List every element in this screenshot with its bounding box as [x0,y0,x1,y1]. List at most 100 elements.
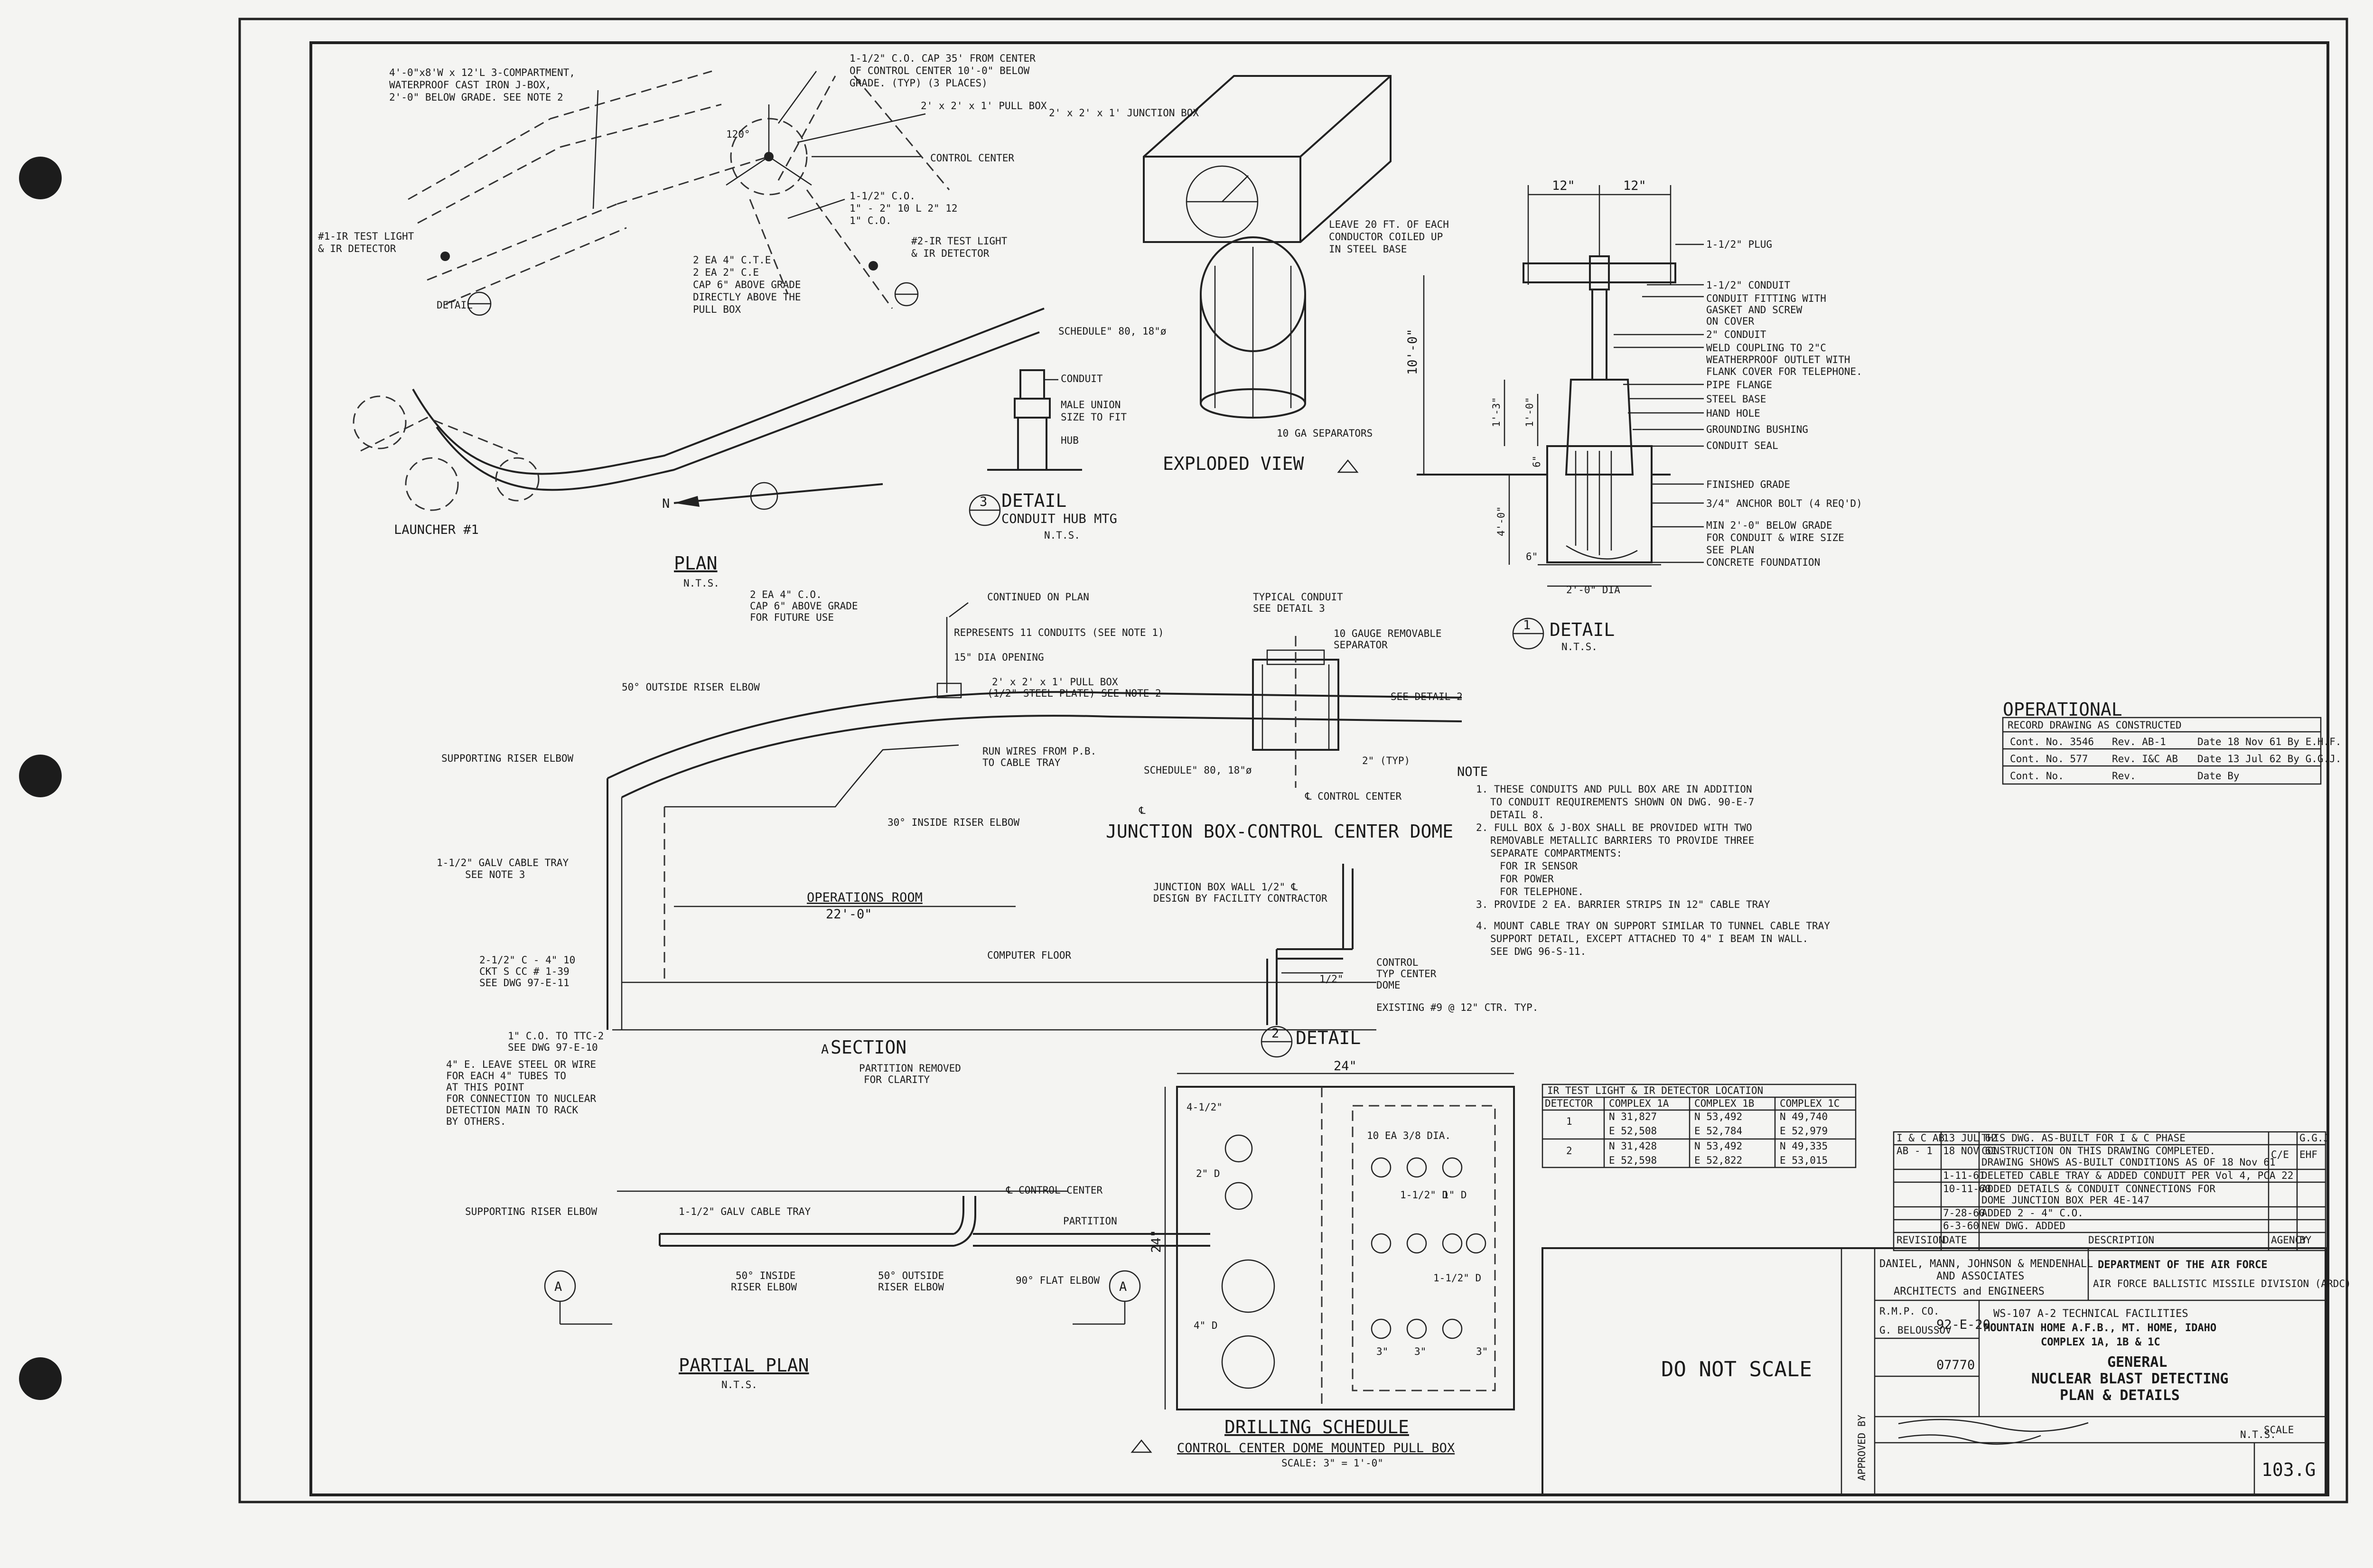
revision-cell: NEW DWG. ADDED [1981,1220,2065,1232]
ir-table-cell: N 31,827 [1609,1111,1657,1122]
junction-note: SEE DETAIL 2 [1391,691,1463,702]
junction-note: 2" (TYP) [1362,755,1410,766]
drilling-dim: 24" [1334,1059,1357,1073]
detail2-note: DOME [1376,980,1401,991]
firm-name: DANIEL, MANN, JOHNSON & MENDENHALL [1879,1258,2093,1270]
detail1-dim: 6" [1531,456,1542,467]
drilling-dim: 1" D [1443,1189,1467,1201]
punch-hole [19,1357,62,1400]
section-note: 15" DIA OPENING [954,652,1044,663]
note-item: SEE DWG 96-S-11. [1490,946,1586,957]
section-note: 1-1/2" GALV CABLE TRAY [437,857,569,868]
detail2-note: TYP CENTER [1376,968,1437,980]
section-note: FOR EACH 4" TUBES TO [446,1070,566,1082]
notes-title: NOTE [1457,765,1488,779]
revision-cell: G.G.J [2299,1132,2329,1144]
drilling-dim: 4" D [1194,1320,1218,1331]
detail1-dim: 12" [1623,178,1646,193]
partial-plan-title: PARTIAL PLAN [679,1355,809,1376]
detail1-note: SEE PLAN [1706,544,1754,556]
section-cut-label: A [554,1279,562,1294]
plan-note: 2' x 2' x 1' PULL BOX [921,100,1047,112]
inner-border [309,41,2329,1496]
detail1-note: ON COVER [1706,316,1755,327]
revision-cell: DELETED CABLE TRAY & ADDED CONDUIT PER V… [1981,1170,2293,1181]
ir-table-title: IR TEST LIGHT & IR DETECTOR LOCATION [1547,1085,1763,1096]
note-item: FOR TELEPHONE. [1500,886,1584,897]
detail-2: JUNCTION BOX WALL 1/2" ℄ DESIGN BY FACIL… [1153,864,1538,1058]
partial-plan-note: 90° FLAT ELBOW [1016,1275,1100,1286]
partial-plan-note: PARTITION [1063,1215,1117,1227]
drilling-schedule: 24" 24" 4-1/2" 2" D 4" D 10 EA 3/8 DIA. … [1130,1059,1515,1469]
operational-cell: Cont. No. 3546 [2010,736,2094,747]
launcher-circle [353,395,407,449]
ir-table-cell: 2 [1566,1145,1572,1157]
ir-table-cell: E 52,508 [1609,1125,1657,1137]
detail3-note: CONDUIT [1061,373,1103,384]
partial-plan-note: 50° OUTSIDE [878,1270,944,1281]
partial-plan-note: RISER ELBOW [878,1281,944,1293]
plan-note: 120° [726,129,750,140]
exploded-note: CONDUCTOR COILED UP [1329,231,1443,243]
job-number: 07770 [1936,1358,1975,1372]
ir-table-cell: N 53,492 [1694,1111,1742,1122]
detail1-note: PIPE FLANGE [1706,379,1772,391]
exploded-view: 2' x 2' x 1' JUNCTION BOX LEAVE 20 FT. O… [1049,75,1449,474]
section-note: 4" E. LEAVE STEEL OR WIRE [446,1059,596,1070]
section-note: 1" C.O. TO TTC-2 [508,1030,604,1042]
note-item: SUPPORT DETAIL, EXCEPT ATTACHED TO 4" I … [1490,933,1808,944]
agency-name: AIR FORCE BALLISTIC MISSILE DIVISION (AR… [2093,1278,2351,1289]
ir-table-cell: E 52,979 [1780,1125,1828,1137]
sheet-title: GENERAL [2107,1354,2167,1371]
revision-cell: 6-3-60 [1943,1220,1979,1232]
drilling-scale: SCALE: 3" = 1'-0" [1281,1457,1383,1469]
note-item: DETAIL 8. [1490,809,1544,821]
detail1-note: 3/4" ANCHOR BOLT (4 REQ'D) [1706,498,1862,509]
revision-header: DATE [1943,1234,1967,1246]
detail1-note: FOR CONDUIT & WIRE SIZE [1706,532,1844,543]
operational-stamp: OPERATIONAL RECORD DRAWING AS CONSTRUCTE… [2002,699,2341,785]
drilling-dim: 3" [1376,1346,1388,1357]
plan-note: & IR DETECTOR [318,243,396,254]
operational-cell: Cont. No. 577 [2010,753,2088,765]
plan-note: 2 EA 2" C.E [693,267,759,278]
section-note: 30° INSIDE RISER ELBOW [888,817,1020,828]
plan-view: N 4'-0"x8'W x 12'L 3-COMPARTMENT, WATERP… [318,53,1047,589]
exploded-note: LEAVE 20 FT. OF EACH [1329,219,1449,230]
junction-note: 10 GAUGE REMOVABLE [1334,628,1442,639]
detail-3: CONDUIT MALE UNION SIZE TO FIT HUB 3 DET… [969,369,1127,541]
section-subtitle: PARTITION REMOVED [859,1063,961,1074]
ir-table-header: COMPLEX 1A [1609,1098,1669,1109]
plan-note: 1" - 2" 10 L 2" 12 [850,203,958,214]
detail1-dim: 1'-3" [1491,397,1502,427]
detail2-note: DESIGN BY FACILITY CONTRACTOR [1153,893,1327,904]
section-note: REPRESENTS 11 CONDUITS (SEE NOTE 1) [954,627,1164,638]
plan-note: 1" C.O. [850,215,892,226]
detail1-note: GROUNDING BUSHING [1706,424,1808,435]
detail1-note: FLANK COVER FOR TELEPHONE. [1706,366,1862,377]
detail1-note: HAND HOLE [1706,408,1760,419]
section-note: FOR CONNECTION TO NUCLEAR [446,1093,596,1104]
plan-note: #1-IR TEST LIGHT [318,231,414,242]
revision-header: DESCRIPTION [2088,1234,2154,1246]
detail2-note: CONTROL [1376,957,1419,968]
section-note: (1/2" STEEL PLATE) SEE NOTE 2 [987,688,1161,699]
drilling-dim: 1-1/2" D [1433,1272,1481,1284]
section-note: TO CABLE TRAY [982,757,1061,768]
drilling-dim: 3" [1476,1346,1488,1357]
section-view: OPERATIONS ROOM 22'-0" 2 EA 4" C.O. CAP … [437,589,1462,1127]
operational-subtitle: RECORD DRAWING AS CONSTRUCTED [2008,719,2182,731]
punch-hole [19,755,62,797]
detail1-note: FINISHED GRADE [1706,479,1790,490]
north-arrow [673,483,883,504]
detail1-note: CONDUIT FITTING WITH [1706,293,1826,304]
junction-note: TYPICAL CONDUIT [1253,591,1343,603]
note-item: FOR POWER [1500,873,1554,885]
exploded-note: IN STEEL BASE [1329,243,1407,255]
partial-plan-scale: N.T.S. [721,1379,757,1391]
exploded-note: 2' x 2' x 1' JUNCTION BOX [1049,107,1199,119]
drilling-dim: 2" D [1196,1168,1220,1179]
detail1-note: WELD COUPLING TO 2"C [1706,342,1826,354]
detail-1: 12" 12" 10'-0" 1'-3" 1'-0" 6" 4'-0" [1405,178,1862,653]
revision-cell: ADDED 2 - 4" C.O. [1981,1207,2083,1219]
